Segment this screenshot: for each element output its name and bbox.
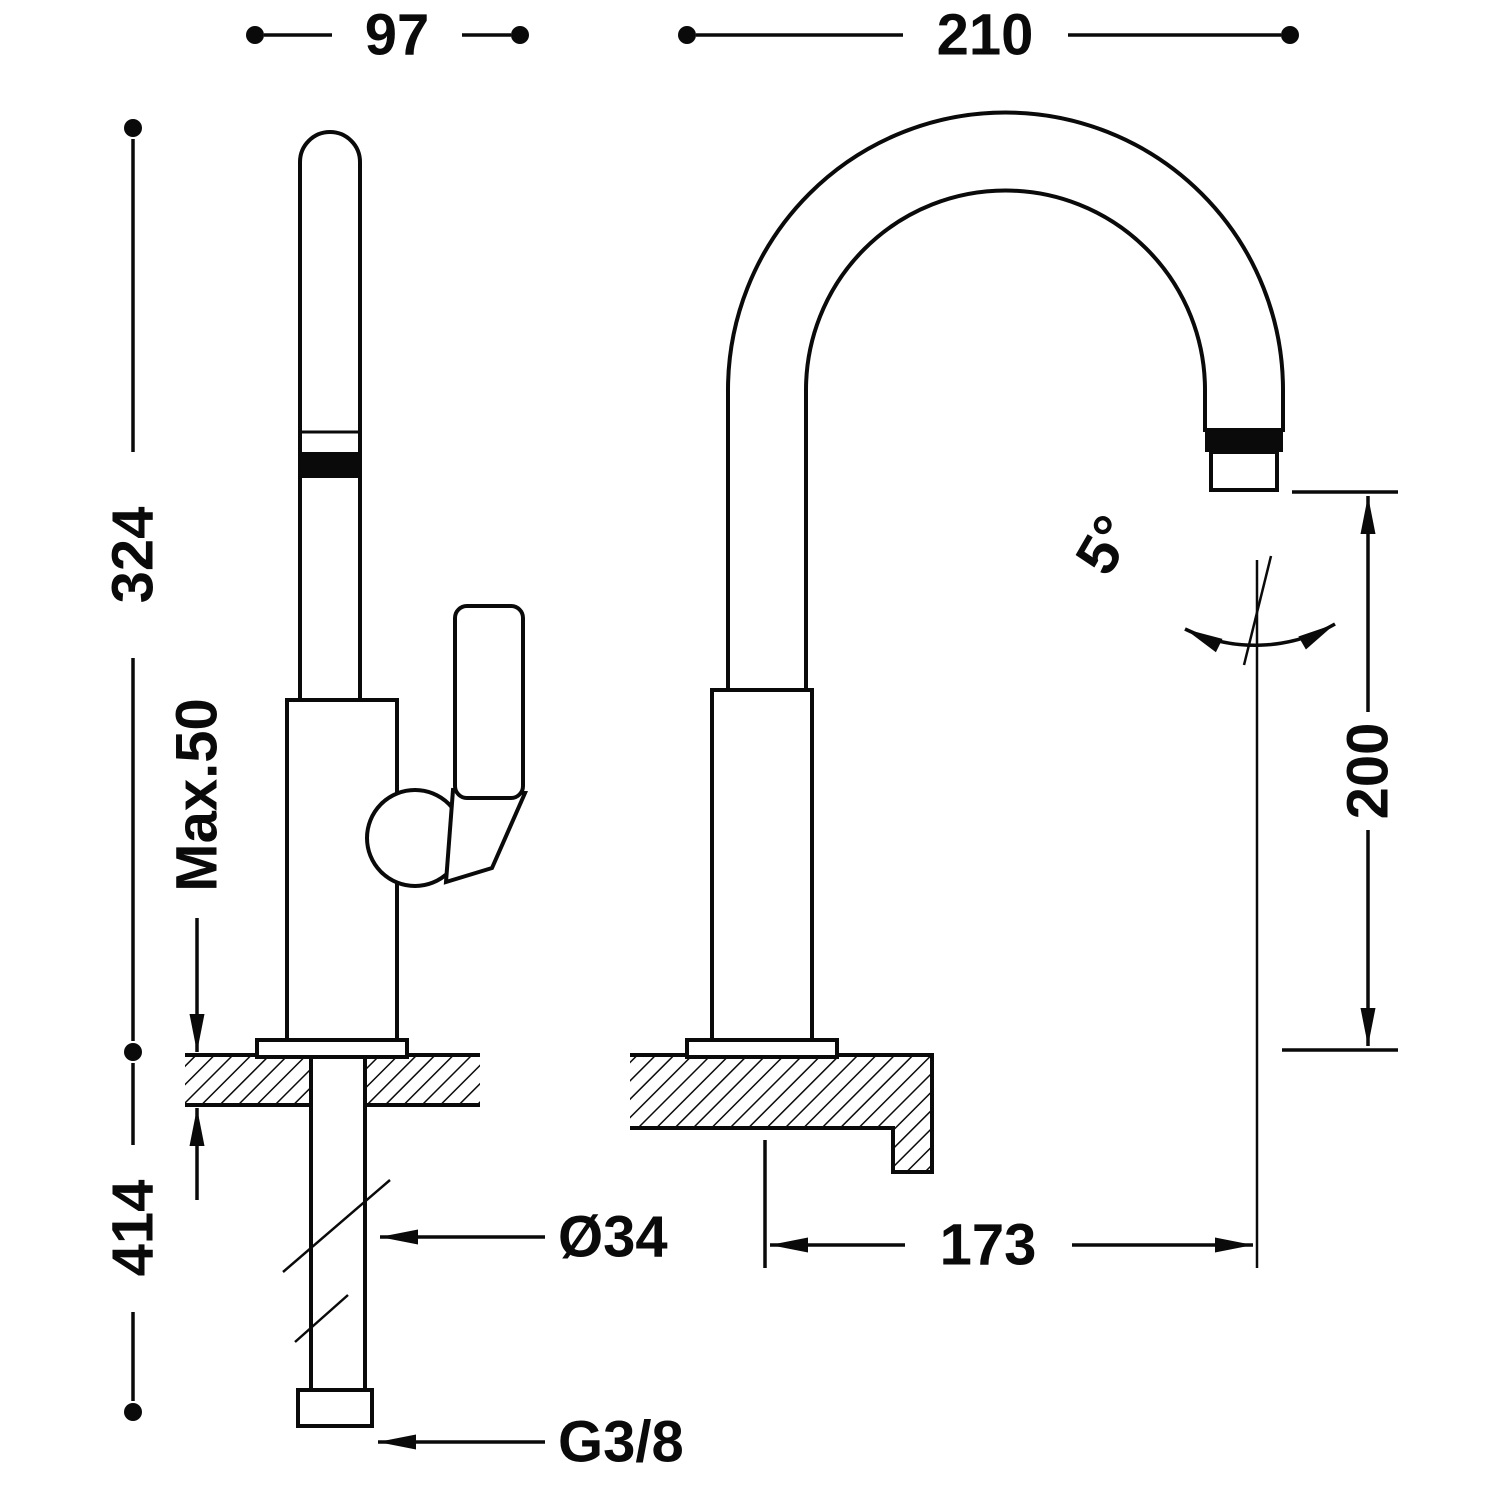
- dim-200-label: 200: [1336, 723, 1401, 820]
- base-flange-side: [255, 1038, 409, 1059]
- dim-max-deck-thickness: Max.50: [165, 698, 230, 1200]
- angle-arrowhead: [1185, 629, 1223, 653]
- dim-vertical-chain: 324 414: [101, 119, 166, 1421]
- dim-173-label: 173: [940, 1213, 1037, 1278]
- dim-outlet-clearance: 200: [1282, 490, 1401, 1052]
- side-view: [255, 130, 529, 1428]
- deck-edges: [185, 1053, 480, 1107]
- gooseneck-spout: [726, 110, 1285, 692]
- deck-section-side-view: [185, 1053, 480, 1107]
- front-view: [685, 110, 1285, 1059]
- handle-lever: [453, 604, 525, 800]
- dim-dot: [124, 1403, 142, 1421]
- spout-tube-side: [298, 130, 362, 700]
- dim-dot: [678, 26, 696, 44]
- deck-section-front-view: [630, 1053, 934, 1174]
- dim-max50-label: Max.50: [165, 698, 230, 891]
- deck-section-profile: [630, 1053, 934, 1174]
- deck-hatch-left: [185, 1055, 311, 1105]
- dim-g38-label: G3/8: [558, 1410, 684, 1475]
- angle-arrowhead: [1298, 624, 1335, 650]
- dim-5deg-label: 5°: [1063, 505, 1147, 586]
- dim-side-top-span: 97: [246, 3, 529, 68]
- dim-dot: [124, 119, 142, 137]
- dim-dot: [511, 26, 529, 44]
- dim-324-label: 324: [101, 507, 166, 604]
- supply-shank: [309, 1057, 367, 1390]
- dim-210-label: 210: [937, 3, 1034, 68]
- dim-outlet-angle: 5°: [1063, 505, 1336, 1268]
- base-flange-front: [685, 1038, 839, 1059]
- aerator-band-front: [1205, 430, 1283, 452]
- dim-shank-diameter: Ø34: [380, 1205, 668, 1270]
- dim-97-label: 97: [365, 3, 430, 68]
- dim-front-top-span: 210: [678, 3, 1299, 68]
- dim-414-label: 414: [101, 1180, 166, 1277]
- spout-outlet-tip: [1209, 450, 1279, 492]
- dim-spout-reach: 173: [763, 1140, 1253, 1278]
- aerator-band-side: [300, 452, 360, 478]
- dim-supply-thread: G3/8: [378, 1410, 684, 1475]
- dim-dot: [246, 26, 264, 44]
- pipe-break-marks: [282, 1179, 391, 1343]
- faucet-body-front: [710, 688, 814, 1042]
- dim-dot: [1281, 26, 1299, 44]
- dim-dia34-label: Ø34: [558, 1205, 668, 1270]
- dim-dot: [124, 1043, 142, 1061]
- mounting-nut: [296, 1388, 374, 1428]
- deck-hatch-right: [365, 1055, 480, 1105]
- handle-wedge: [443, 787, 529, 885]
